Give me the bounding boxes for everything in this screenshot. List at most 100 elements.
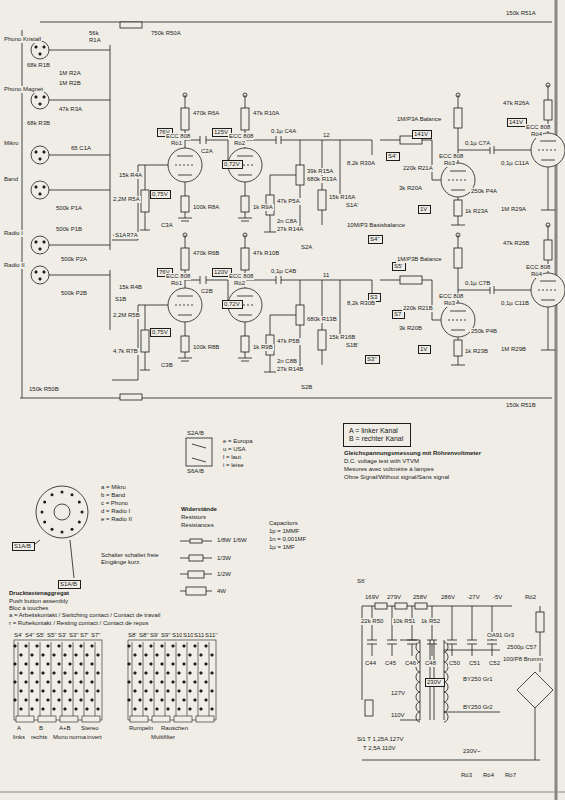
part-label: BY250 Gr2 [462,704,494,711]
voltage-box: 0,75V [150,328,171,337]
input-selector [110,45,111,330]
push-button-matrix [31,672,34,675]
input-jack [31,146,110,164]
tube-symbol [175,165,195,166]
input-jack [31,236,49,254]
part-label: 750k R50A [150,30,182,37]
push-button-matrix [156,708,159,711]
part-label: S7' [79,632,89,639]
push-button-matrix [64,690,67,693]
voltage-box: 1V [418,205,431,214]
switch-contact [81,511,84,514]
tube-symbol [178,315,192,316]
part-label: 47k R26B [502,240,530,247]
push-button-matrix [139,663,142,666]
part-label: S3' [57,632,67,639]
part-label: 47k R3A [58,106,83,113]
part-label: S8'' [138,632,150,639]
part-label: 500k P2B [60,290,88,297]
push-button-matrix [75,690,78,693]
tube-symbol [448,180,468,181]
part-label: B [38,725,44,732]
push-button-matrix [167,708,170,711]
resistor-symbol [181,108,189,130]
part-label: BY250 Gr1 [462,676,494,683]
part-label: 250k P4B [470,328,498,335]
capacitor-symbol [467,606,477,656]
voltage-box: 1V [418,345,431,354]
input-jack [31,266,49,284]
push-button-matrix [42,654,45,657]
part-label: 10k R51 [392,618,416,625]
push-button-matrix [62,642,63,716]
switch-legend [192,444,206,462]
input-jack [31,41,49,59]
input-name: Phono Magnet [3,86,44,93]
switch-label-box: S1A/B [58,580,81,589]
switch-label-box: S4'' [368,235,383,244]
input-jack [49,155,110,156]
input-jack [39,248,41,250]
push-button-matrix [36,699,39,702]
voltage-box: 141V [412,130,432,139]
push-button-matrix [150,681,153,684]
part-label: c = Phono [100,500,129,507]
part-label: 47k P5A [276,198,301,205]
input-jack [31,236,110,254]
input-jack [35,186,37,188]
part-label: 0,1µ C11B [500,300,530,307]
switch-label-box: S1A/B [12,542,35,551]
part-label: 100k R8B [192,344,220,351]
input-jack [31,181,49,199]
part-label: S3'' [68,632,80,639]
part-label: 680k R13B [306,316,338,323]
tube-symbol [237,296,253,297]
push-button-matrix [25,645,28,648]
node-text: 0,72V [224,301,241,308]
push-button-matrix [53,654,56,657]
part-label: Si1 T 1,25A 127V [356,736,404,743]
push-button-matrix [69,699,72,702]
part-label: OA91 Gr3 [486,632,515,639]
push-button-matrix [14,640,102,720]
part-label: 4W [216,588,227,595]
input-name: Band [3,176,19,183]
push-button-matrix [60,716,78,722]
tube-symbol [177,156,193,157]
resistor-symbol [454,108,462,128]
part-label: C44 [364,660,377,667]
push-button-matrix [53,672,56,675]
part-label: Rö1 [170,280,183,287]
part-label: 500k P2A [60,256,88,263]
push-button-matrix [194,645,197,648]
input-jack [39,103,41,105]
push-button-matrix [132,642,133,716]
part-label: 68k R1B [26,62,51,69]
supply-terminal [456,93,460,97]
input-jack [35,151,37,153]
part-label: S2A [300,244,313,251]
input-jack [31,266,110,284]
part-label: rechts [30,734,48,741]
part-label: 1M/P3B Balance [396,256,443,263]
push-button-matrix [14,640,102,722]
input-jack [39,158,41,160]
part-label: 10M/P3 Basisbalance [346,222,406,229]
part-label: ECC 808 [228,133,254,140]
push-button-matrix [183,645,186,648]
wire [458,146,531,154]
part-label: C48 [424,660,437,667]
tube-symbol [531,273,565,307]
part-label: ECC 808 [438,293,464,300]
input-name: Mikro [3,140,20,147]
push-button-matrix [167,672,170,675]
push-button-matrix [36,681,39,684]
rotary-switch [30,486,88,578]
part-label: 150k R51B [505,402,537,409]
input-jack [31,91,49,109]
legend-text: l = laut [222,454,242,461]
push-button-matrix [200,708,203,711]
part-label: 8,2k R30A [346,160,376,167]
part-label: S1B [114,296,127,303]
tube-symbol [538,290,558,291]
